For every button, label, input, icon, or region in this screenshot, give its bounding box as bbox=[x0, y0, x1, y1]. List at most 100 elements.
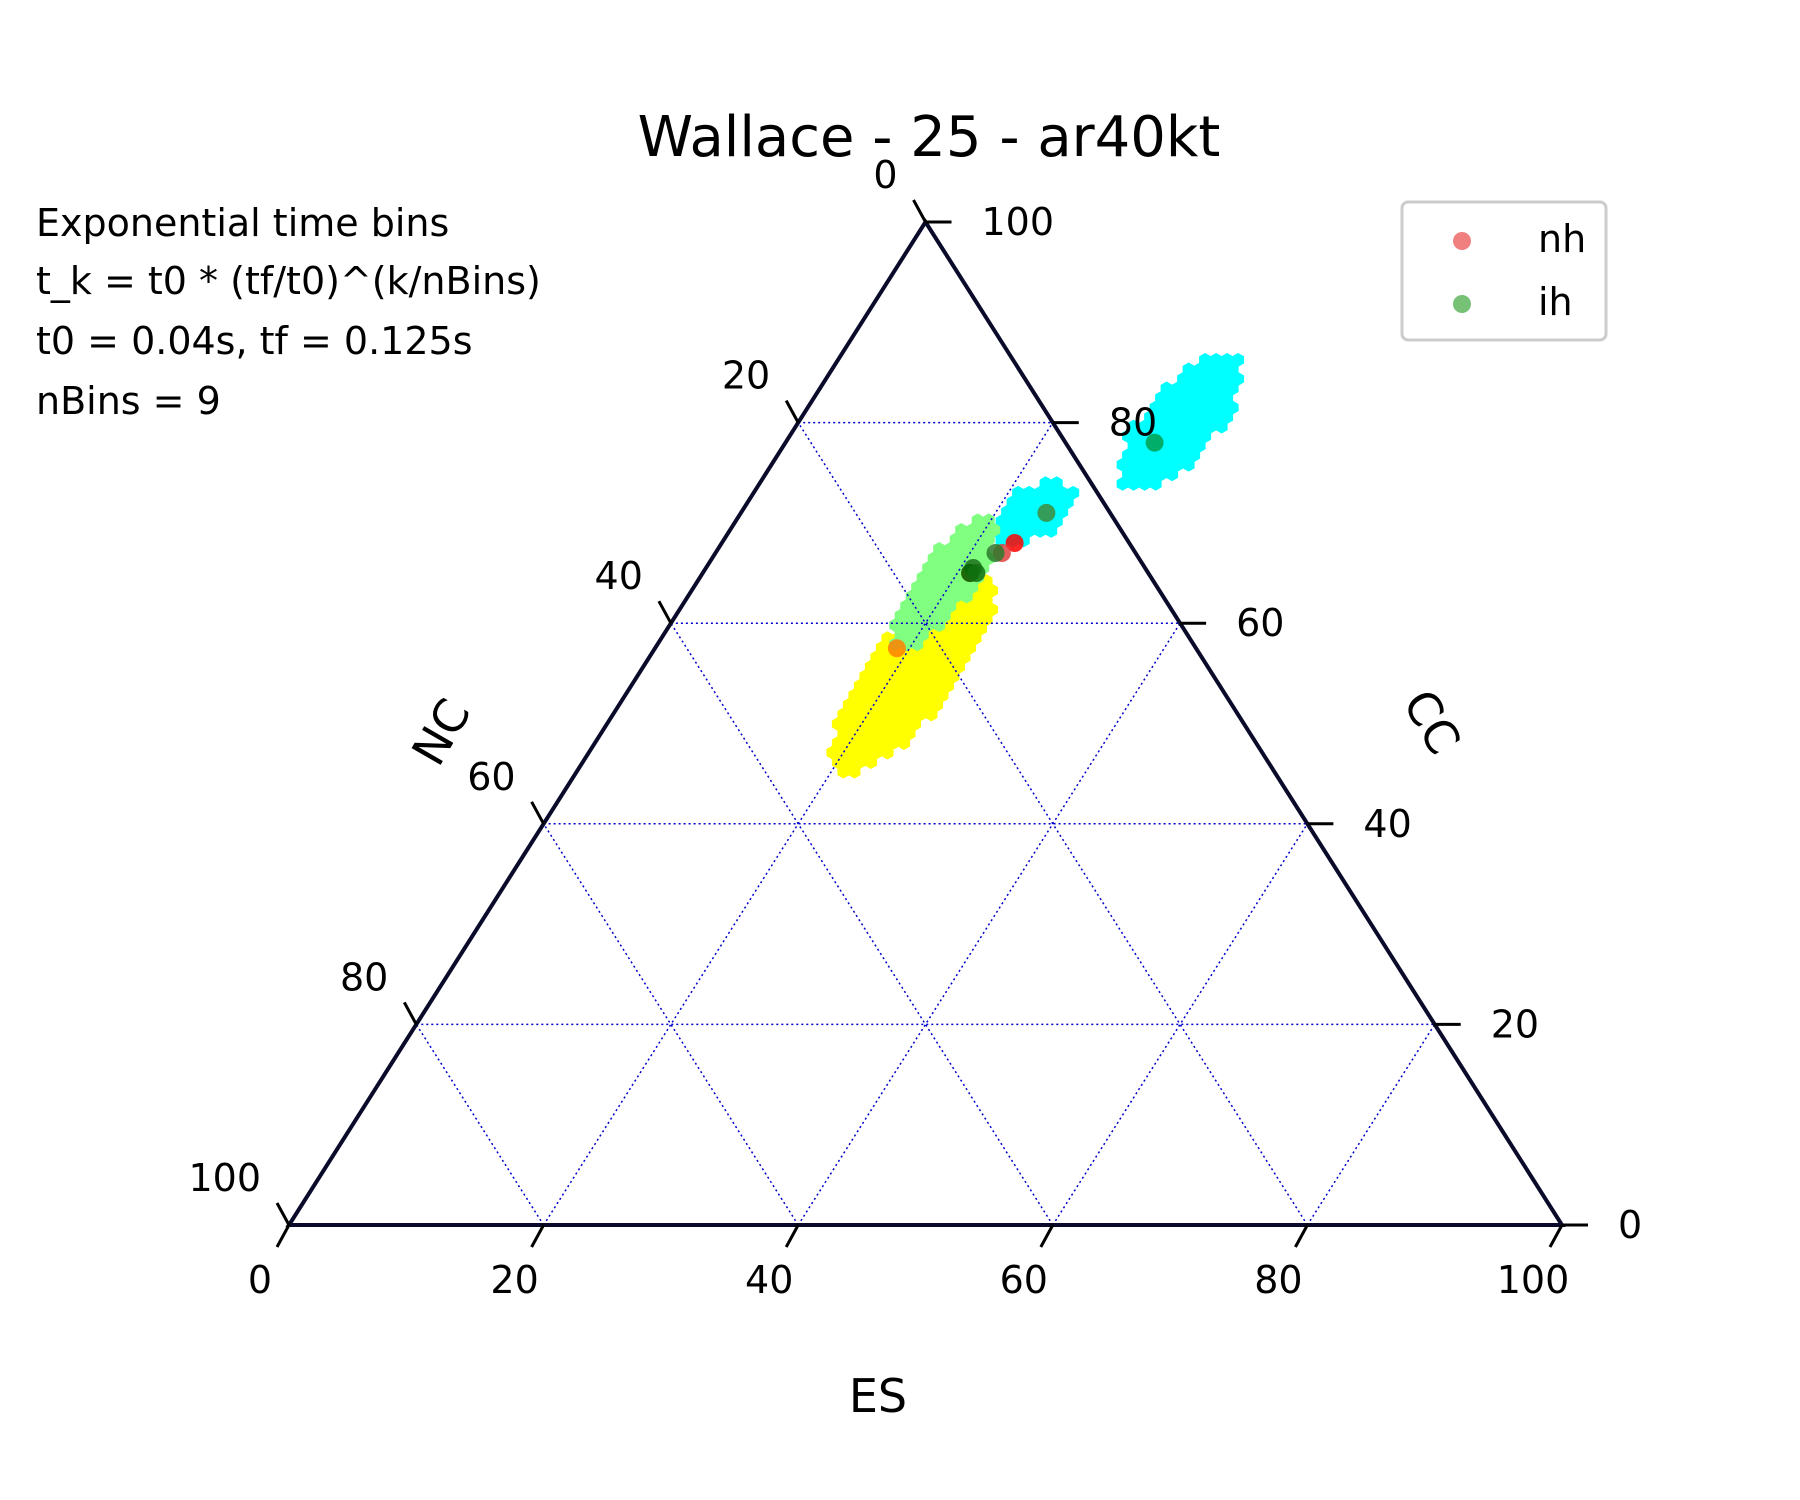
density-hex bbox=[859, 707, 872, 722]
density-hex bbox=[1232, 372, 1245, 386]
density-hex bbox=[1155, 467, 1168, 482]
density-hex bbox=[1144, 410, 1157, 424]
density-hex bbox=[881, 688, 894, 703]
density-hex bbox=[1127, 457, 1140, 472]
density-hex bbox=[995, 514, 1008, 529]
density-hex bbox=[1138, 476, 1151, 491]
density-hex bbox=[922, 618, 935, 633]
legend-label-ih: ih bbox=[1538, 280, 1573, 324]
density-hex bbox=[1127, 419, 1140, 434]
density-hex bbox=[1116, 457, 1129, 472]
tick-label-right: 0 bbox=[1618, 1203, 1642, 1247]
density-hex bbox=[1127, 438, 1140, 453]
density-hex bbox=[1028, 514, 1041, 529]
density-hex bbox=[1171, 381, 1184, 396]
density-hex bbox=[919, 678, 932, 693]
density-hex bbox=[1023, 504, 1036, 519]
density-hex bbox=[1023, 485, 1036, 500]
density-hex bbox=[875, 659, 888, 674]
density-hex bbox=[842, 698, 855, 712]
density-hex bbox=[908, 678, 921, 693]
density-hex bbox=[908, 659, 921, 674]
density-hex bbox=[897, 698, 910, 712]
density-hex bbox=[927, 608, 940, 623]
point-ih bbox=[967, 564, 986, 582]
density-hex bbox=[1166, 448, 1179, 463]
density-hex bbox=[881, 707, 894, 722]
annotation-line: t0 = 0.04s, tf = 0.125s bbox=[36, 319, 473, 363]
density-hex bbox=[1034, 485, 1047, 500]
tick-left bbox=[530, 801, 545, 825]
density-hex bbox=[875, 717, 888, 731]
density-hex bbox=[1171, 438, 1184, 453]
density-hex bbox=[1050, 476, 1063, 491]
density-hex bbox=[944, 599, 957, 614]
density-hex bbox=[925, 669, 938, 684]
density-hex bbox=[925, 688, 938, 703]
density-hex bbox=[947, 650, 960, 665]
density-hex bbox=[947, 669, 960, 684]
density-hex bbox=[1226, 362, 1239, 377]
tick-label-right: 20 bbox=[1491, 1002, 1539, 1046]
density-hex bbox=[1155, 410, 1168, 424]
point-ih bbox=[1145, 433, 1164, 452]
density-hex bbox=[1215, 381, 1228, 396]
tick-label-left: 100 bbox=[188, 1156, 261, 1200]
density-hex bbox=[933, 561, 946, 575]
density-hex bbox=[870, 745, 883, 760]
density-hex bbox=[864, 678, 877, 693]
legend-label-nh: nh bbox=[1538, 217, 1586, 261]
grid-lines bbox=[415, 421, 1436, 1226]
density-hex bbox=[1133, 429, 1146, 444]
tick-label-left: 20 bbox=[722, 354, 770, 398]
density-hex bbox=[864, 736, 877, 750]
density-hex bbox=[1188, 429, 1201, 444]
tick-left bbox=[275, 1202, 291, 1226]
density-hex bbox=[897, 717, 910, 731]
density-hex bbox=[905, 589, 918, 604]
density-hex bbox=[1166, 391, 1179, 405]
density-region bbox=[990, 476, 1080, 548]
density-hex bbox=[897, 678, 910, 693]
density-hex bbox=[1210, 372, 1223, 386]
legend-marker-nh bbox=[1453, 232, 1471, 250]
density-hex bbox=[1012, 485, 1025, 500]
density-hex bbox=[949, 570, 962, 585]
density-hex bbox=[908, 698, 921, 712]
density-hex bbox=[955, 580, 968, 594]
density-hex bbox=[1204, 362, 1217, 377]
density-hex bbox=[848, 688, 861, 703]
bottom-axis-label: ES bbox=[849, 1369, 907, 1423]
tick-label-bottom: 60 bbox=[1000, 1258, 1048, 1302]
density-hex bbox=[1039, 476, 1052, 491]
density-hex bbox=[870, 726, 883, 741]
density-hex bbox=[1171, 457, 1184, 472]
density-hex bbox=[908, 717, 921, 731]
grid-line-es bbox=[1052, 823, 1309, 1226]
density-hex bbox=[969, 631, 982, 646]
tick-label-left: 0 bbox=[873, 153, 897, 197]
density-hex bbox=[859, 726, 872, 741]
density-hex bbox=[982, 513, 995, 528]
density-hex bbox=[1182, 362, 1195, 377]
density-hex bbox=[875, 736, 888, 750]
density-hex bbox=[1193, 438, 1206, 453]
density-hex bbox=[889, 618, 902, 633]
density-hex bbox=[911, 580, 924, 594]
density-hex bbox=[1155, 448, 1168, 463]
density-hex bbox=[1188, 372, 1201, 386]
density-hex bbox=[1160, 400, 1173, 415]
point-ih bbox=[986, 544, 1005, 562]
density-hex bbox=[1001, 504, 1014, 519]
density-hex bbox=[1171, 419, 1184, 434]
density-hex bbox=[1056, 485, 1069, 500]
density-hex bbox=[1160, 419, 1173, 434]
density-hex bbox=[1023, 524, 1036, 538]
density-hex bbox=[900, 599, 913, 614]
density-hex bbox=[941, 640, 954, 655]
density-hex bbox=[848, 745, 861, 760]
density-hex bbox=[1133, 467, 1146, 482]
density-hex bbox=[859, 745, 872, 760]
density-hex bbox=[1050, 495, 1063, 510]
point-nh bbox=[887, 639, 906, 658]
